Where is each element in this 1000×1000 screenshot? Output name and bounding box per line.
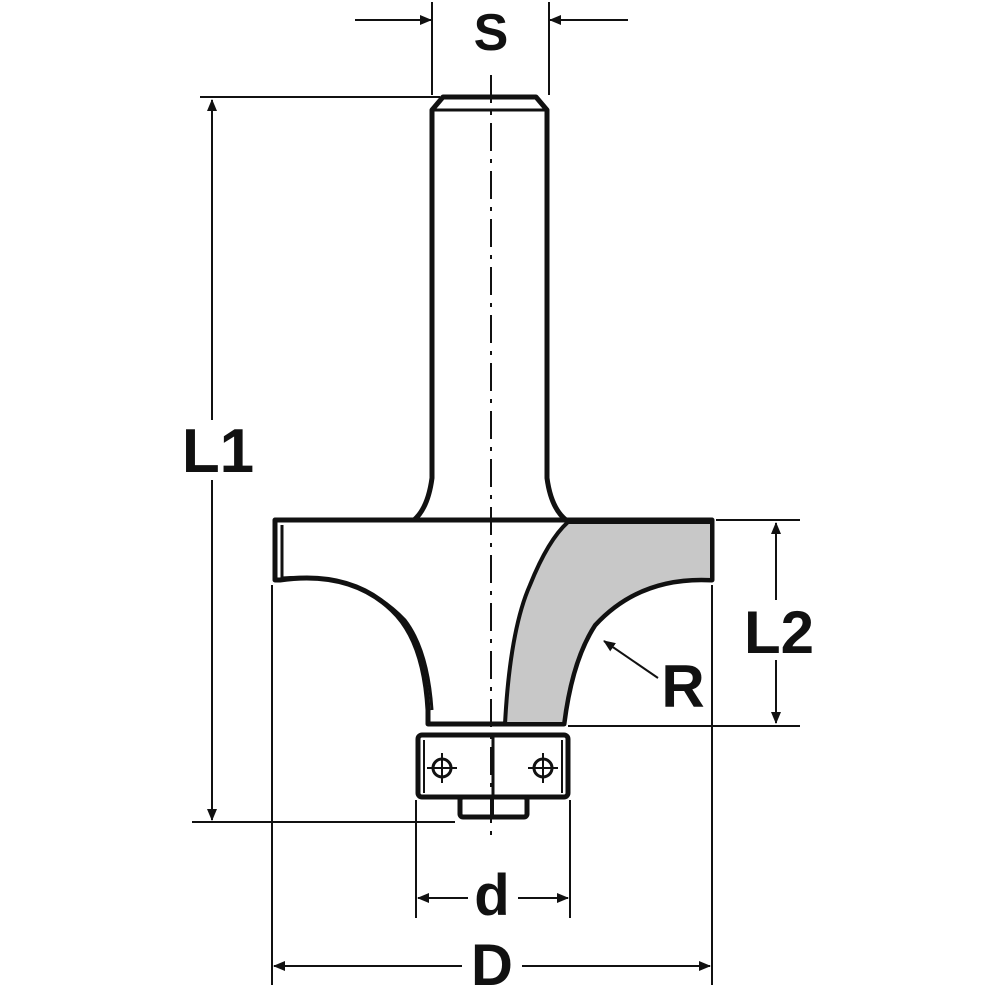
cutting-face bbox=[503, 520, 714, 726]
radius-leader bbox=[603, 640, 659, 679]
extension-lines bbox=[192, 2, 800, 985]
label-d-small-backdrop bbox=[468, 868, 518, 920]
label-r: R bbox=[661, 653, 704, 720]
label-l2: L2 bbox=[744, 599, 814, 666]
label-d-large-backdrop bbox=[462, 934, 522, 994]
bearing-screw-left-icon bbox=[427, 753, 457, 783]
label-d-large: D bbox=[471, 933, 513, 998]
bearing bbox=[415, 732, 571, 820]
bearing-screw-right-icon bbox=[528, 753, 558, 783]
label-l2-backdrop bbox=[738, 600, 820, 660]
label-d-small: d bbox=[474, 863, 509, 928]
label-l1: L1 bbox=[182, 417, 254, 486]
label-l1-backdrop bbox=[175, 420, 265, 480]
label-s: S bbox=[474, 4, 509, 62]
